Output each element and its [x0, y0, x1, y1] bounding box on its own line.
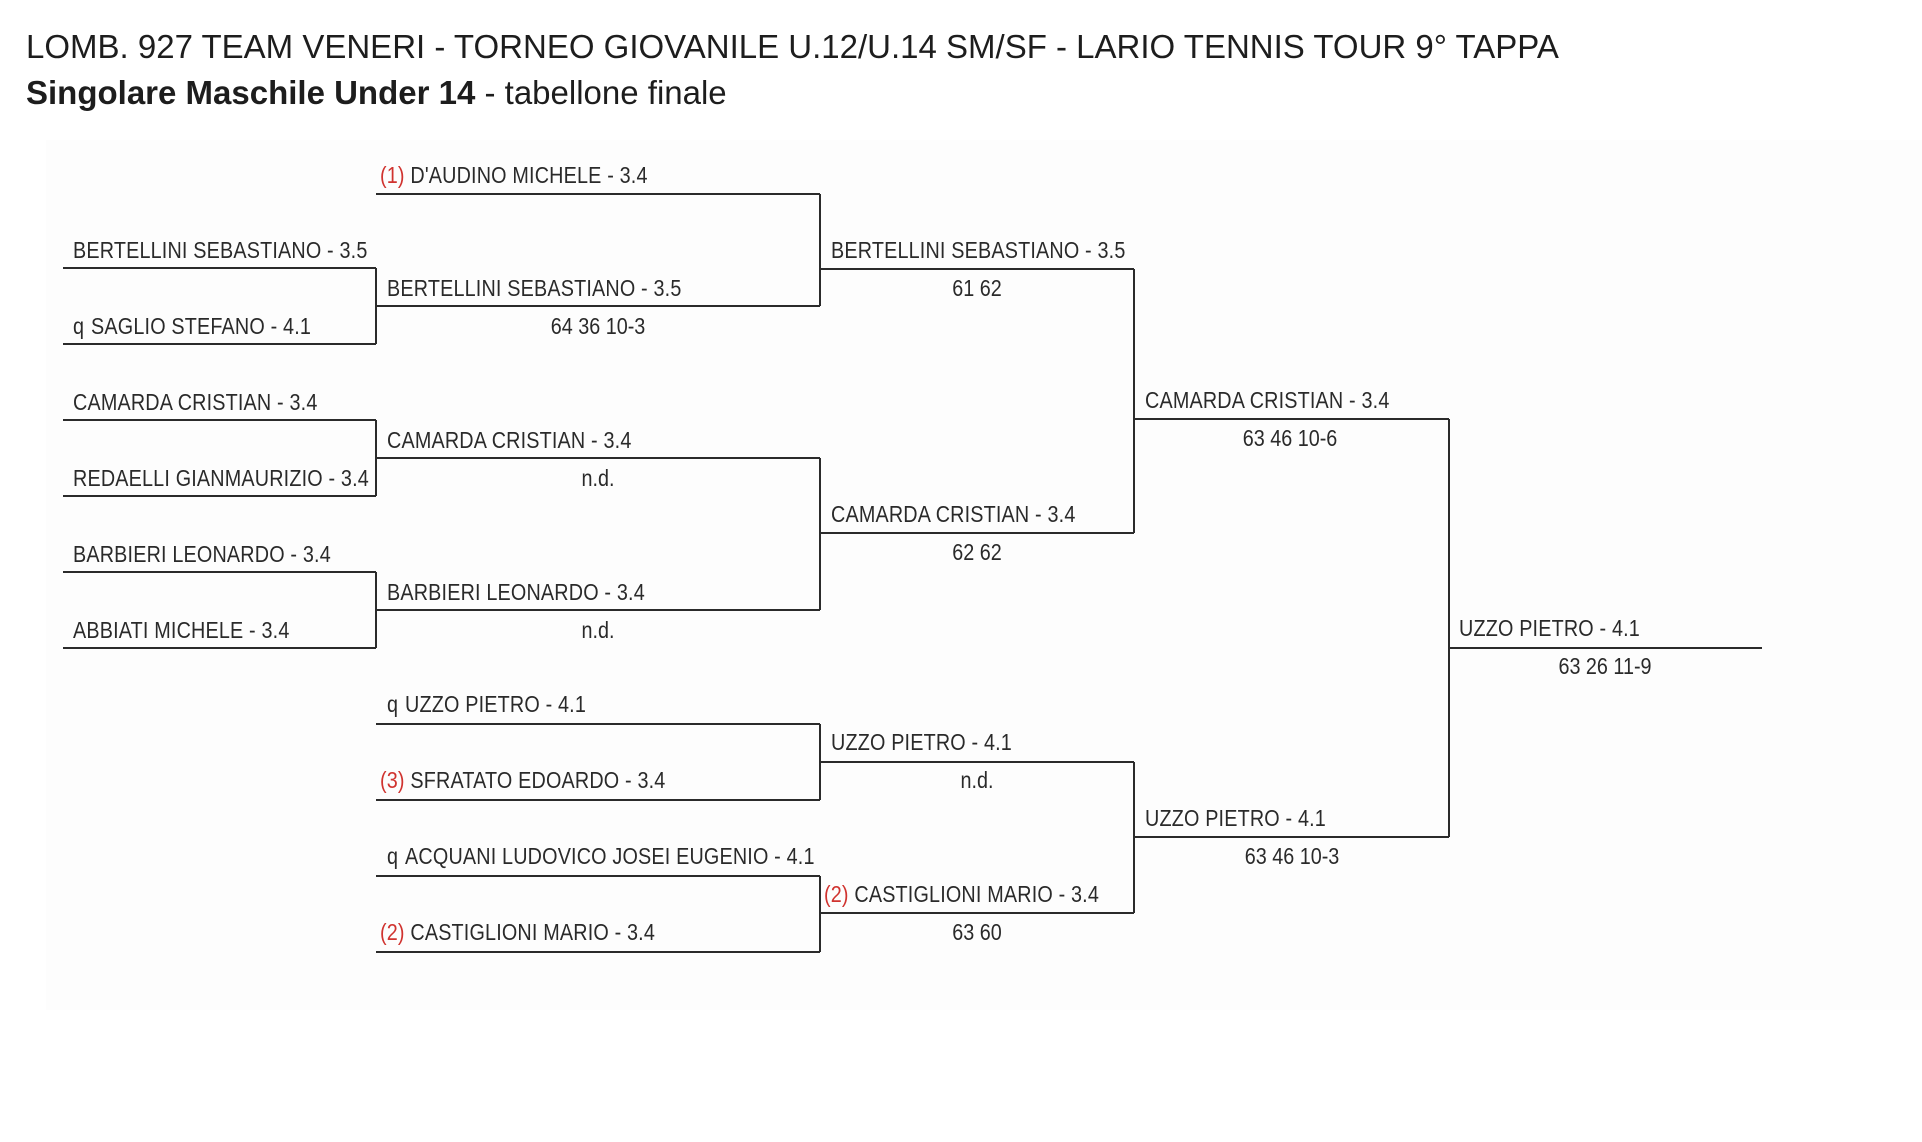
player-label: BERTELLINI SEBASTIANO - 3.5 [831, 237, 1126, 263]
tournament-title: LOMB. 927 TEAM VENERI - TORNEO GIOVANILE… [26, 28, 1559, 65]
match-score: 63 46 10-6 [1242, 425, 1338, 451]
page-header: LOMB. 927 TEAM VENERI - TORNEO GIOVANILE… [26, 24, 1559, 116]
player-label: UZZO PIETRO - 4.1 [831, 729, 1012, 755]
player-label: BERTELLINI SEBASTIANO - 3.5 [387, 275, 682, 301]
draw-category: Singolare Maschile Under 14 [26, 74, 476, 111]
seed-number: (2) [380, 919, 405, 945]
final-score: 63 26 11-9 [1558, 653, 1652, 679]
match-score: 63 60 [952, 919, 1002, 945]
draw-type: - tabellone finale [475, 74, 727, 111]
player-label: BARBIERI LEONARDO - 3.4 [73, 541, 331, 567]
match-score: 64 36 10-3 [550, 313, 646, 339]
player-label: BARBIERI LEONARDO - 3.4 [387, 579, 645, 605]
seed-number: (1) [380, 162, 405, 188]
match-score: 63 46 10-3 [1244, 843, 1340, 869]
player-label: (2) CASTIGLIONI MARIO - 3.4 [824, 881, 1100, 907]
match-score: 61 62 [952, 275, 1002, 301]
match-score: n.d. [581, 617, 615, 643]
seed-number: (2) [824, 881, 849, 907]
player-label: UZZO PIETRO - 4.1 [1145, 805, 1326, 831]
draw-subtitle: Singolare Maschile Under 14 - tabellone … [26, 70, 1559, 116]
player-label: BERTELLINI SEBASTIANO - 3.5 [73, 237, 368, 263]
match-score: n.d. [960, 767, 994, 793]
player-label: CAMARDA CRISTIAN - 3.4 [73, 389, 318, 415]
bracket-panel [46, 140, 1922, 1010]
player-label: (3) SFRATATO EDOARDO - 3.4 [380, 767, 666, 793]
player-label: ABBIATI MICHELE - 3.4 [73, 617, 290, 643]
match-score: 62 62 [952, 539, 1002, 565]
player-label: CAMARDA CRISTIAN - 3.4 [387, 427, 632, 453]
winner-label: UZZO PIETRO - 4.1 [1459, 615, 1640, 641]
seed-number: (3) [380, 767, 405, 793]
player-label: CAMARDA CRISTIAN - 3.4 [1145, 387, 1390, 413]
player-label: (1) D'AUDINO MICHELE - 3.4 [380, 162, 648, 188]
player-label: CAMARDA CRISTIAN - 3.4 [831, 501, 1076, 527]
player-label: REDAELLI GIANMAURIZIO - 3.4 [73, 465, 369, 491]
player-label: (2) CASTIGLIONI MARIO - 3.4 [380, 919, 656, 945]
match-score: n.d. [581, 465, 615, 491]
